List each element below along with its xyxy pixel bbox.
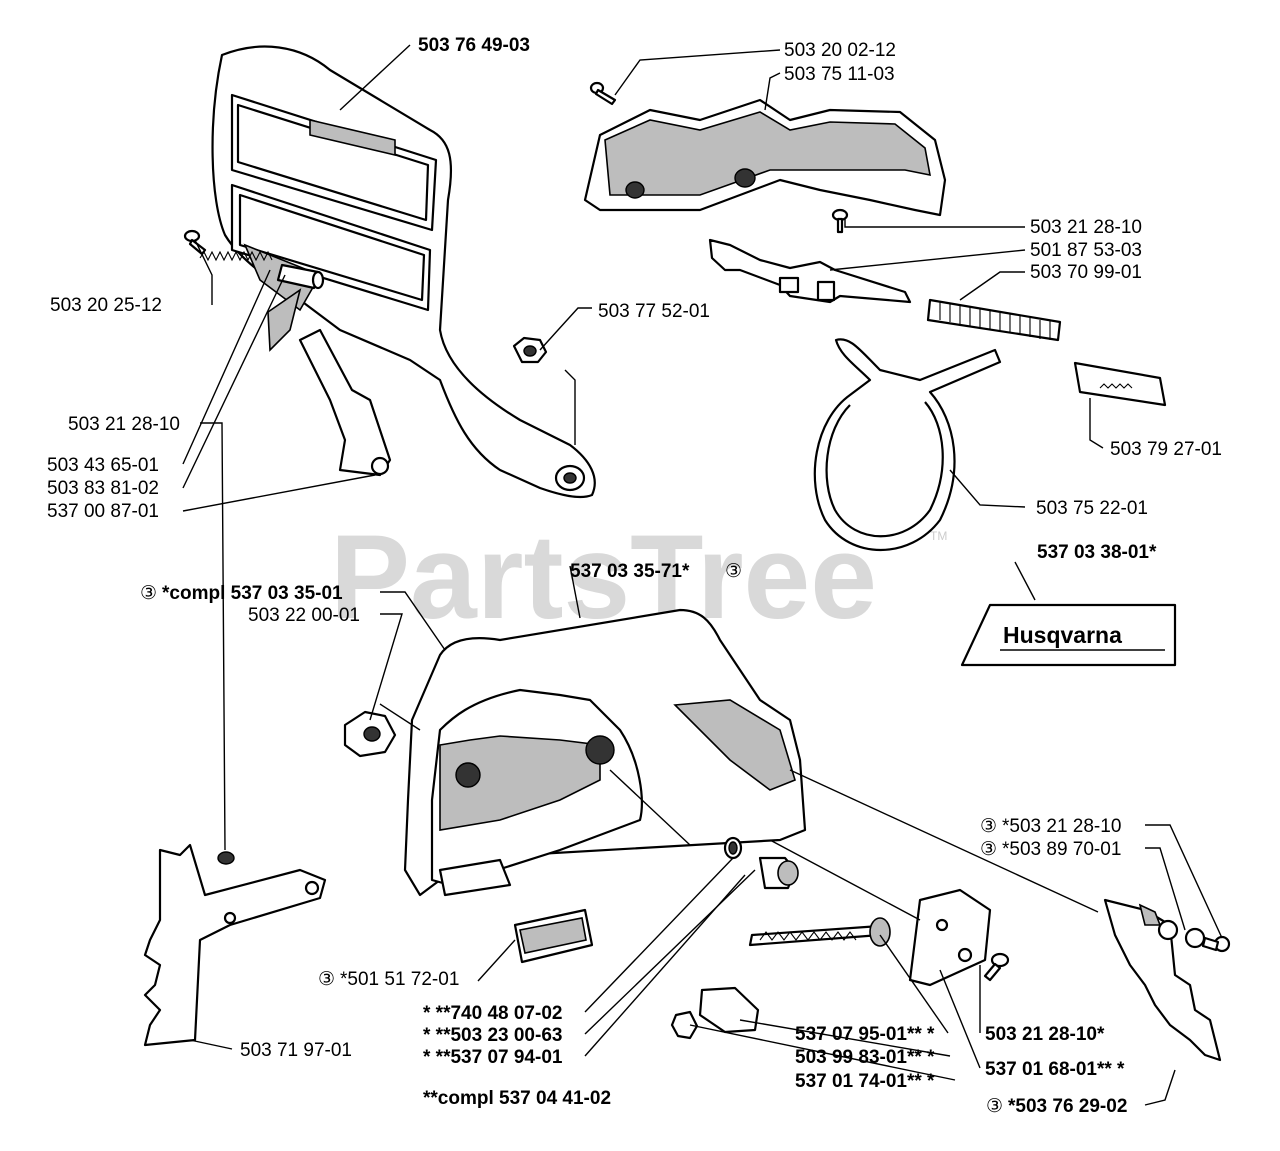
sleeve-503838102 bbox=[276, 263, 325, 290]
label-503762902: *503 76 29-02 bbox=[1008, 1096, 1127, 1117]
screw-503212810-left bbox=[217, 851, 235, 865]
spike-503762902 bbox=[1103, 898, 1222, 1062]
label-503212810-right: *503 21 28-10 bbox=[1002, 816, 1121, 837]
adjuster-plate-537016801 bbox=[908, 888, 992, 987]
brake-lever-501875303 bbox=[708, 238, 912, 304]
circled-3-e: ③ bbox=[318, 969, 335, 990]
leader-lines bbox=[182, 44, 1223, 1106]
screw-503202512 bbox=[183, 229, 207, 256]
nut-503220001 bbox=[343, 710, 397, 758]
circled-3-c: ③ bbox=[980, 816, 997, 837]
label-503202512: 503 20 25-12 bbox=[50, 295, 162, 316]
pad-501517201 bbox=[513, 908, 594, 964]
adjuster-block-503998301 bbox=[698, 986, 760, 1034]
label-503838102: 503 83 81-02 bbox=[47, 478, 159, 499]
label-compl2: **compl 537 04 41-02 bbox=[423, 1088, 611, 1109]
label-740480702: * **740 48 07-02 bbox=[423, 1003, 562, 1024]
brake-cover-503751103 bbox=[583, 98, 947, 217]
label-503200212: 503 20 02-12 bbox=[784, 40, 896, 61]
nut-503775201 bbox=[512, 336, 548, 364]
circled-3-d: ③ bbox=[980, 839, 997, 860]
label-501875303: 501 87 53-03 bbox=[1030, 240, 1142, 261]
screw-503200212 bbox=[589, 81, 617, 106]
label-503709901: 503 70 99-01 bbox=[1030, 262, 1142, 283]
husqvarna-logo: Husqvarna bbox=[1003, 622, 1122, 648]
hand-guard bbox=[211, 45, 596, 499]
spring-503436501 bbox=[199, 250, 273, 262]
label-503230063: * **503 23 00-63 bbox=[423, 1025, 562, 1046]
label-537016801: 537 01 68-01** * bbox=[985, 1059, 1125, 1080]
label-537033571: 537 03 35-71* bbox=[570, 561, 690, 582]
brake-link-503792701 bbox=[1073, 361, 1167, 407]
gear-503230063 bbox=[758, 856, 799, 890]
label-537008701: 537 00 87-01 bbox=[47, 501, 159, 522]
adjuster-screw-537079501 bbox=[748, 917, 891, 947]
circled-3-f: ③ bbox=[986, 1096, 1003, 1117]
label-537079501: 537 07 95-01** * bbox=[795, 1024, 935, 1045]
label-503764903: 503 76 49-03 bbox=[418, 35, 530, 56]
label-503998301: 503 99 83-01** * bbox=[795, 1047, 935, 1068]
label-537017401: 537 01 74-01** * bbox=[795, 1071, 935, 1092]
screw-503212810-top bbox=[831, 208, 849, 234]
label-503436501: 503 43 65-01 bbox=[47, 455, 159, 476]
label-503897001: *503 89 70-01 bbox=[1002, 839, 1121, 860]
label-503752201: 503 75 22-01 bbox=[1036, 498, 1148, 519]
watermark-tm: TM bbox=[930, 529, 947, 543]
label-537033801: 537 03 38-01* bbox=[1037, 542, 1157, 563]
lever-537008701 bbox=[298, 328, 392, 477]
label-503719701: 503 71 97-01 bbox=[240, 1040, 352, 1061]
label-537079401: * **537 07 94-01 bbox=[423, 1047, 563, 1068]
label-503212810-left: 503 21 28-10 bbox=[68, 414, 180, 435]
spring-503709901 bbox=[926, 298, 1062, 342]
bumper-spike bbox=[143, 843, 327, 1047]
label-501517201: *501 51 72-01 bbox=[340, 969, 459, 990]
adjuster-nut-537017401 bbox=[670, 1010, 699, 1040]
circled-3-a: ③ bbox=[725, 561, 742, 582]
screw-503212810-right bbox=[1201, 935, 1231, 953]
label-503751103: 503 75 11-03 bbox=[784, 64, 895, 85]
washer-740480702 bbox=[723, 836, 743, 860]
label-503775201: 503 77 52-01 bbox=[598, 301, 710, 322]
brake-band-503752201 bbox=[813, 338, 1002, 551]
label-compl: *compl 537 03 35-01 bbox=[162, 583, 343, 604]
clutch-cover bbox=[403, 608, 807, 897]
label-503792701: 503 79 27-01 bbox=[1110, 439, 1222, 460]
washer-503897001 bbox=[1157, 919, 1206, 949]
label-503212810-star: 503 21 28-10* bbox=[985, 1024, 1105, 1045]
label-503220001: 503 22 00-01 bbox=[248, 605, 360, 626]
screw-503212810-star bbox=[983, 952, 1010, 982]
label-503212810-top: 503 21 28-10 bbox=[1030, 217, 1142, 238]
husqvarna-decal: Husqvarna bbox=[960, 603, 1177, 667]
circled-3-b: ③ bbox=[140, 583, 157, 604]
